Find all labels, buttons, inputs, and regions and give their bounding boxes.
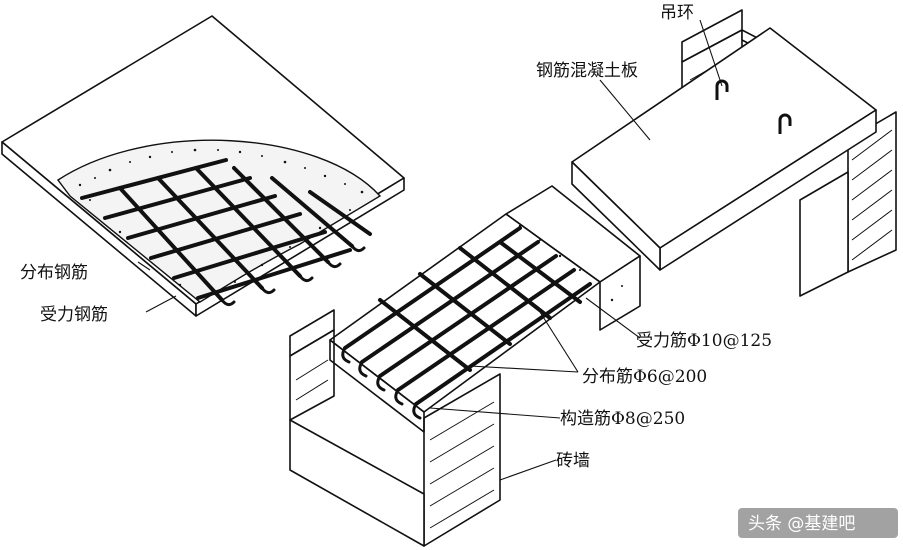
- cage-distribution-bars: [378, 240, 582, 372]
- lifting-ring-1: [715, 79, 729, 100]
- leader-distribution-spec-1: [539, 311, 579, 373]
- cage-bar-hooks: [341, 346, 422, 420]
- leader-distribution-spec-2: [469, 365, 579, 373]
- label-construction-bar-spec: 构造筋Φ8@250: [560, 409, 685, 429]
- watermark: 头条 @基建吧: [738, 508, 898, 538]
- watermark-text: 头条 @基建吧: [748, 514, 855, 534]
- leader-construction-spec: [429, 407, 561, 419]
- precast-slab: [571, 19, 877, 271]
- leader-main-bar-spec: [585, 297, 641, 339]
- front-brick-wall: [289, 309, 501, 547]
- leader-rc-slab: [599, 79, 651, 141]
- cast-joint-block: [505, 185, 641, 331]
- cage-main-bars: [343, 226, 592, 406]
- label-rc-slab: 钢筋混凝土板: [536, 61, 638, 81]
- leader-brick-wall: [499, 459, 557, 481]
- label-main-bar: 受力钢筋: [40, 305, 108, 325]
- label-distribution-bar: 分布钢筋: [20, 263, 88, 283]
- label-main-bar-spec: 受力筋Φ10@125: [636, 331, 772, 351]
- label-brick-wall: 砖墙: [556, 451, 590, 471]
- left-slab: [1, 15, 405, 317]
- left-slab-cutaway: [56, 139, 382, 303]
- rebar-cage: [329, 213, 601, 433]
- precast-slab-end: [571, 161, 661, 271]
- leader-lifting-ring: [699, 19, 723, 87]
- leader-distribution-bar: [137, 261, 151, 271]
- leader-main-bar: [145, 295, 177, 313]
- left-distribution-bars: [118, 166, 372, 302]
- label-lifting-ring: 吊环: [660, 3, 694, 23]
- left-bar-hooks: [220, 244, 366, 307]
- label-distribution-bar-spec: 分布筋Φ6@200: [582, 367, 707, 387]
- lifting-ring-2: [778, 113, 792, 134]
